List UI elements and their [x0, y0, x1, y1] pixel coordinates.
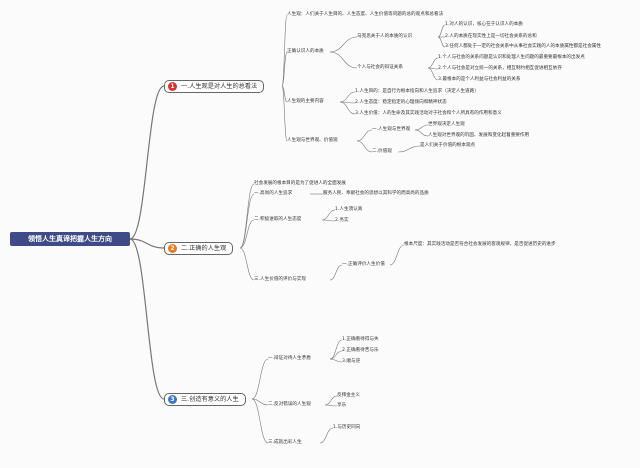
branch-2-number-badge: 2: [168, 244, 177, 253]
b2-attitude-item-1: 1.人生须认真: [335, 207, 363, 212]
b1-values: 二.价值观: [372, 149, 392, 154]
connector-line: [324, 395, 338, 406]
branch-2-label: 二.正确的人生观: [181, 245, 227, 252]
b2-value-evaluation: 三.人生价值的评价与实现: [254, 277, 306, 282]
b3-brilliant-life-item-1: 1.与历史同向: [333, 425, 361, 430]
b1-worldview-a-item-1: 世界观决定人生观: [428, 122, 465, 127]
connector-line: [329, 358, 343, 363]
b2-pursuit-item-1: 服务人民、奉献社会的思想以其科学的而高尚的品质: [323, 191, 429, 196]
branch-1-label: 一.人生观是对人生的总看法: [181, 83, 258, 90]
b3-contradictions: 一.辩证对待人生矛盾: [268, 356, 311, 361]
b3-contradictions-item-1: 1.正确看待得与失: [342, 337, 379, 342]
branch-1-node[interactable]: 1 一.人生观是对人生的总看法: [164, 80, 265, 93]
connector-line: [356, 129, 373, 142]
b2-attitude-item-2: 2.务实: [335, 218, 349, 223]
b3-wrong-views-item-1: 反拜金主义: [337, 393, 360, 398]
branch-3-node[interactable]: 3 三.创造有意义的人生: [164, 393, 246, 406]
b2-attitude: 二.积极进取的人生态度: [254, 217, 302, 222]
b3-wrong-views: 二.反对错误的人生观: [268, 402, 311, 407]
b1-marx-view: 马克思关于人的本质的认识: [357, 34, 413, 39]
connector-line: [329, 264, 343, 281]
connector-line: [329, 339, 343, 360]
connector-line: [239, 183, 255, 249]
connector-line: [281, 51, 288, 87]
connector-line: [321, 219, 336, 222]
connector-line: [414, 129, 429, 137]
b1-marx-item-2: 2.人的本质在现实性上是一切社会关系的总和: [445, 34, 537, 39]
connector-line: [239, 247, 255, 281]
connector-line: [324, 404, 338, 407]
connector-line: [251, 358, 269, 400]
connector-line: [339, 91, 356, 103]
b2-evaluation-item-1: 根本尺度：其实践活动是否符合社会发展的客观规律，是否促进历史的进步: [404, 242, 556, 247]
b1-content-item-1: 1.人生目的：是自行为根本指向和人生追求（决定人生道路）: [355, 89, 479, 94]
b1-human-essence: 正确认识人的本质: [287, 49, 324, 54]
connector-line: [437, 36, 446, 48]
b2-correct-evaluation: 一.正确评价人生价值: [342, 262, 385, 267]
b1-marx-item-1: 1.对人的认识，核心在于认识人的本质: [445, 22, 523, 27]
b1-individual-item-2: 2.个人与社会是对立统一的关系，相互制约相互促进相互依存: [438, 66, 562, 71]
connector-line: [427, 57, 439, 69]
connector-line: [389, 244, 405, 266]
b1-definition: 人生观：人们关于人生目的、人生态度、人生价值等问题的总的观点和总看法: [287, 12, 444, 17]
connector-line: [414, 124, 429, 131]
connector-line: [239, 193, 255, 249]
branch-1-number-badge: 1: [168, 82, 177, 91]
connector-line: [321, 209, 336, 221]
b3-contradictions-item-2: 2.正确看待苦与乐: [342, 348, 379, 353]
connector-line: [427, 67, 439, 81]
connector-line: [329, 350, 343, 360]
b1-individual-society: 个人与社会的辩证关系: [357, 65, 403, 70]
connector-line: [329, 51, 358, 69]
connector-line: [356, 140, 373, 153]
b1-marx-item-3: 3.任何人都处于一定的社会关系中从事社会实践的人的本质属性都是社会属性: [445, 44, 601, 49]
connector-line: [281, 85, 288, 142]
connector-line: [129, 238, 165, 249]
connector-line: [437, 24, 446, 38]
b1-individual-item-3: 3.最根本的是个人利益与社会利益的关系: [438, 77, 521, 82]
b3-contradictions-item-3: 3.顺与逆: [342, 359, 361, 364]
b1-values-item-1: 是人们关于价值的根本观点: [420, 143, 476, 148]
b1-content-item-2: 2.人生态度：稳定指定的心理倾向和精神状态: [355, 100, 447, 105]
b2-pursuit: 一.高尚的人生追求: [254, 191, 293, 196]
connector-line: [339, 101, 356, 115]
connector-line: [329, 36, 358, 53]
connector-line: [251, 398, 269, 406]
b1-worldview-a: 一.人生观与世界观: [372, 127, 411, 132]
branch-2-node[interactable]: 2 二.正确的人生观: [164, 242, 234, 255]
b2-development: 社会发展的根本目的是为了促进人的全面发展: [254, 181, 346, 186]
b1-individual-item-1: 1.个人与社会的关系问题是认识和处理人生问题的最重要最根本的出发点: [438, 55, 585, 60]
branch-3-number-badge: 3: [168, 395, 177, 404]
root-node[interactable]: 领悟人生真谛把握人生方向: [10, 232, 130, 246]
connector-line: [281, 14, 288, 87]
connector-line: [129, 85, 165, 240]
branch-3-label: 三.创造有意义的人生: [181, 396, 239, 403]
b3-wrong-views-item-2: 享乐: [337, 403, 347, 408]
connector-line: [251, 398, 269, 444]
connector-line: [319, 427, 334, 444]
b1-worldview: 人生观与世界观、价值观: [287, 138, 338, 143]
connector-line: [239, 219, 255, 249]
connector-line: [281, 85, 288, 103]
connector-line: [397, 145, 421, 153]
b3-brilliant-life: 三.成就出彩人生: [268, 440, 302, 445]
b1-worldview-a-item-2: 人生观对世界观的巩固、发展和变化起着重要作用: [428, 133, 530, 138]
b1-content-item-3: 3.人生价值：人的生命及其实践活动对于社会和个人所具有的作用和意义: [355, 111, 502, 116]
b1-main-content: 人生观的主要内容: [287, 99, 324, 104]
connector-line: [129, 238, 165, 400]
